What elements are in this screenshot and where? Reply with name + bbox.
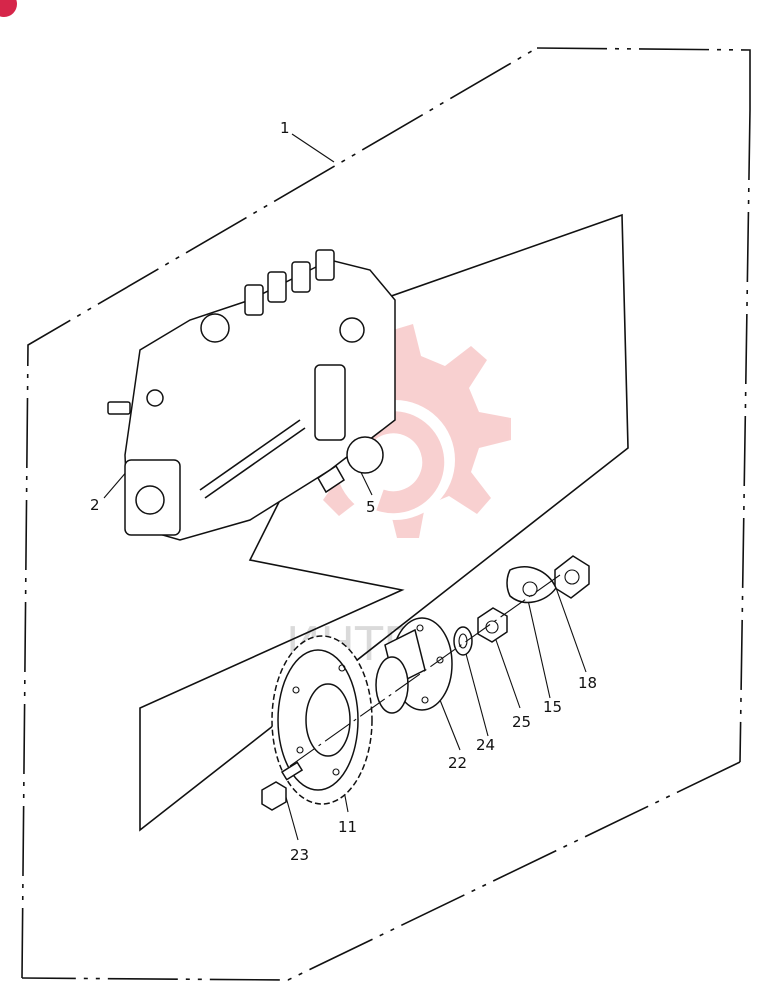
callout-24: 24 bbox=[476, 736, 495, 754]
part-25-nut bbox=[477, 607, 508, 643]
assembly-axis bbox=[289, 574, 561, 767]
callout-22: 22 bbox=[448, 754, 467, 772]
part-15-lock-plate bbox=[506, 566, 557, 604]
callout-23: 23 bbox=[290, 846, 309, 864]
callout-labels: 1 2 5 18 15 25 24 22 11 23 bbox=[90, 119, 597, 864]
part-23-bolt bbox=[261, 761, 304, 811]
callout-1: 1 bbox=[280, 119, 290, 137]
part-18-nut bbox=[554, 555, 590, 599]
callout-11: 11 bbox=[338, 818, 357, 836]
corner-badge bbox=[0, 0, 17, 17]
callout-18: 18 bbox=[578, 674, 597, 692]
callout-15: 15 bbox=[543, 698, 562, 716]
outer-boundary bbox=[21, 47, 751, 981]
callout-25: 25 bbox=[512, 713, 531, 731]
callout-5: 5 bbox=[366, 498, 376, 516]
part-24-washer bbox=[453, 626, 473, 656]
callout-2: 2 bbox=[90, 496, 100, 514]
injection-pump bbox=[107, 249, 396, 541]
